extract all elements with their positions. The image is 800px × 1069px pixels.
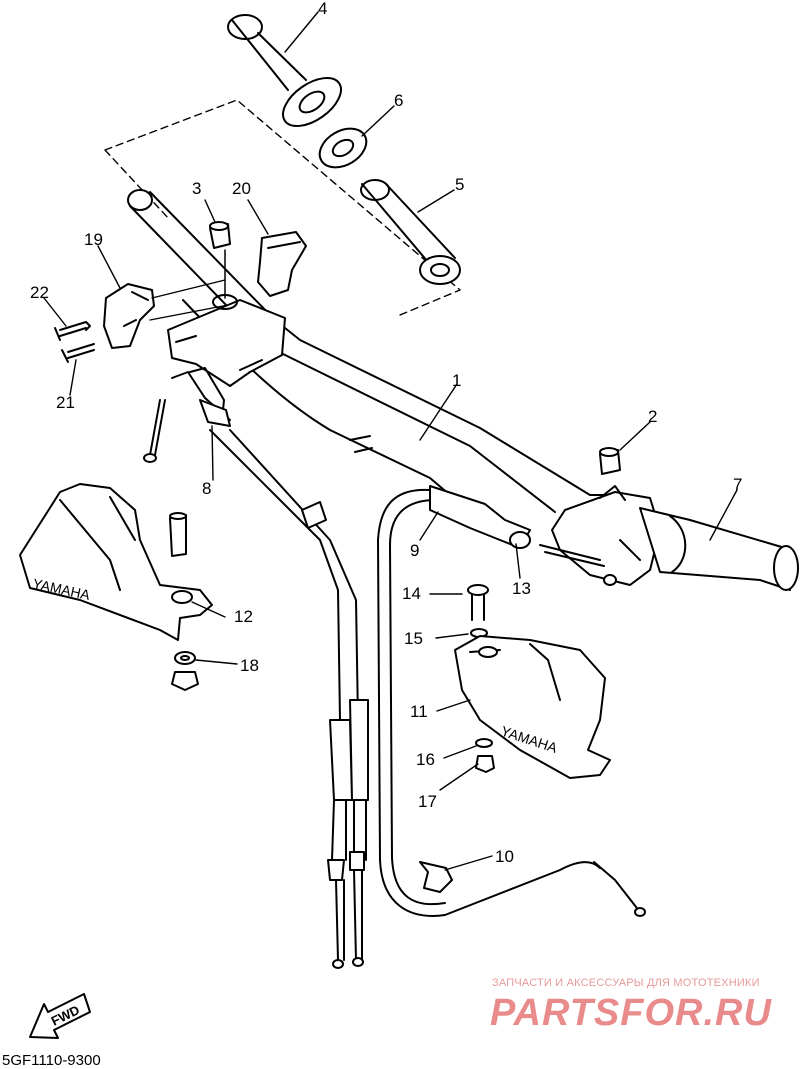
callout-19: 19	[84, 230, 103, 249]
bolt-22	[54, 321, 91, 341]
callout-9: 9	[410, 541, 420, 560]
alignment-dashes	[104, 99, 461, 316]
callout-4: 4	[318, 0, 328, 18]
diagram-code: 5GF1110-9300	[2, 1052, 101, 1069]
grip-7	[639, 507, 799, 591]
watermark-site: PARTSFOR.RU	[490, 992, 772, 1034]
callout-7: 7	[733, 475, 743, 494]
hand-guard-11: YAMAHA	[454, 635, 611, 779]
callout-6: 6	[394, 91, 404, 110]
callout-3: 3	[192, 179, 202, 198]
hand-guard-12: YAMAHA	[19, 483, 213, 641]
holder-19	[103, 279, 229, 349]
callout-22: 22	[30, 283, 49, 302]
callout-17: 17	[418, 792, 437, 811]
callout-21: 21	[56, 393, 75, 412]
callout-16: 16	[416, 750, 435, 769]
clamp-10	[419, 861, 453, 893]
handlebar-clamp	[167, 294, 286, 387]
callout-12: 12	[234, 607, 253, 626]
callout-13: 13	[512, 579, 531, 598]
washer-18	[171, 651, 199, 691]
fwd-arrow: FWD	[29, 993, 91, 1039]
grip-4	[227, 14, 342, 127]
callout-5: 5	[455, 175, 465, 194]
callout-20: 20	[232, 179, 251, 198]
throttle-tube-5	[360, 179, 461, 285]
watermark-tagline: ЗАПЧАСТИ И АКСЕССУАРЫ ДЛЯ МОТОТЕХНИКИ	[492, 977, 760, 989]
ring-6	[318, 127, 368, 169]
bolt-21	[61, 343, 95, 363]
leader-lines	[43, 11, 738, 871]
callout-2: 2	[648, 407, 658, 426]
callout-18: 18	[240, 656, 259, 675]
nut-17	[475, 755, 495, 773]
callout-1: 1	[452, 371, 462, 390]
right-switch-housing	[539, 485, 661, 586]
callout-14: 14	[402, 584, 421, 603]
callout-10: 10	[495, 847, 514, 866]
cable-9	[377, 485, 601, 917]
callout-15: 15	[404, 629, 423, 648]
cap-2	[599, 447, 621, 475]
callout-8: 8	[202, 479, 212, 498]
cable-8	[143, 367, 369, 969]
bolt-14	[467, 584, 489, 621]
washer-16	[475, 738, 493, 748]
cable-10-end	[593, 861, 646, 917]
cap-3	[209, 221, 231, 249]
callout-11: 11	[410, 702, 428, 721]
holder-20	[224, 231, 307, 299]
